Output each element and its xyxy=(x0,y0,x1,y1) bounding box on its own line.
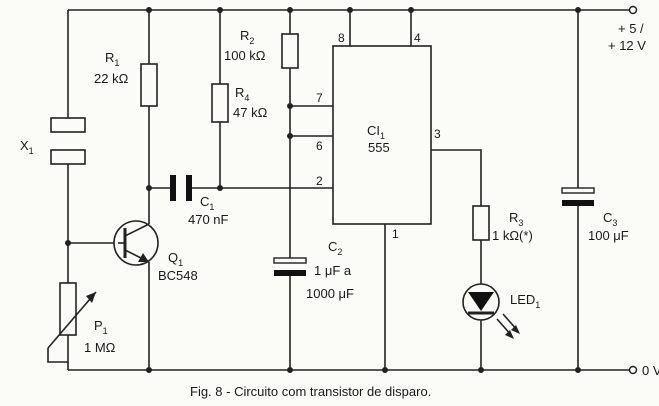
c3-ground-dot xyxy=(575,367,581,373)
c2-plate-bottom xyxy=(274,270,306,276)
ground-dot-ic xyxy=(382,367,388,373)
q1-value: BC548 xyxy=(158,268,198,283)
c1-label: C1 xyxy=(200,194,214,212)
ic-pin-8: 8 xyxy=(338,31,345,45)
c2-value-line1: 1 μF a xyxy=(314,263,352,278)
supply-dot-r2 xyxy=(287,7,293,13)
p1-value: 1 MΩ xyxy=(84,340,116,355)
c2-plate-top xyxy=(273,257,307,264)
q1-emitter-arrow xyxy=(138,253,149,262)
supply-dot-r1 xyxy=(146,7,152,13)
r3-label: R3 xyxy=(509,210,523,228)
ground-label: 0 V xyxy=(642,363,659,378)
ic-pin-3: 3 xyxy=(434,127,441,141)
p1-arrow-line xyxy=(47,291,97,349)
ic-pin-7: 7 xyxy=(316,91,323,105)
c1-plate-right xyxy=(186,175,192,201)
ic-pin-6: 6 xyxy=(316,139,323,153)
ic1-label: CI1 xyxy=(367,123,385,141)
c2-label: C2 xyxy=(328,239,342,257)
supply-dot-r4 xyxy=(217,7,223,13)
led1-triangle xyxy=(468,292,494,311)
r4-resistor xyxy=(211,83,229,123)
r3-value: 1 kΩ(*) xyxy=(492,228,533,243)
r4-value: 47 kΩ xyxy=(233,105,268,120)
p1-label: P1 xyxy=(94,318,108,336)
r1-value: 22 kΩ xyxy=(94,71,129,86)
p1-wiper-wire xyxy=(47,348,68,363)
x1-plate-bottom xyxy=(50,149,86,165)
supply-label-line1: + 5 / xyxy=(618,21,644,36)
ic1-part: 555 xyxy=(368,140,390,155)
r3-resistor xyxy=(472,205,490,241)
p1-arrow-head xyxy=(86,292,96,303)
p1-resistor xyxy=(59,282,77,336)
c3-value: 100 μF xyxy=(588,228,629,243)
led1-label: LED1 xyxy=(510,292,540,310)
r4-label: R4 xyxy=(235,85,249,103)
led1-emit-arrowhead-1 xyxy=(505,330,514,339)
c2-value-line2: 1000 μF xyxy=(306,286,354,301)
led1-emit-arrowhead-2 xyxy=(511,325,520,334)
c3-label: C3 xyxy=(603,210,617,228)
ic-pin-4: 4 xyxy=(414,31,421,45)
r2-resistor xyxy=(281,33,299,69)
r2-value: 100 kΩ xyxy=(224,48,266,63)
c1-value: 470 nF xyxy=(188,212,229,227)
r1-label: R1 xyxy=(105,50,119,68)
x1-plate-top xyxy=(50,117,86,133)
pin4-rail-dot xyxy=(408,7,414,13)
wire-pin3-r3 xyxy=(431,149,482,206)
q1-collector-lead xyxy=(124,223,150,237)
ground-dot-led xyxy=(478,367,484,373)
x1-label: X1 xyxy=(20,138,34,156)
pin8-rail-dot xyxy=(347,7,353,13)
ground-dot-emitter xyxy=(146,367,152,373)
ic-pin-1: 1 xyxy=(392,227,399,241)
supply-terminal xyxy=(628,5,638,15)
ic-pin-2: 2 xyxy=(316,174,323,188)
c1-plate-left xyxy=(170,175,176,201)
c3-plate-bottom xyxy=(562,200,594,206)
r1-resistor xyxy=(140,63,158,107)
ic1-body xyxy=(332,45,432,225)
c3-rail-dot xyxy=(575,7,581,13)
ground-dot-c2 xyxy=(287,367,293,373)
q1-label: Q1 xyxy=(168,250,183,268)
r2-label: R2 xyxy=(240,28,254,46)
figure-caption: Fig. 8 - Circuito com transistor de disp… xyxy=(190,384,431,399)
c3-plate-top xyxy=(561,187,595,194)
supply-label-line2: + 12 V xyxy=(608,38,646,53)
ground-terminal xyxy=(628,365,638,375)
